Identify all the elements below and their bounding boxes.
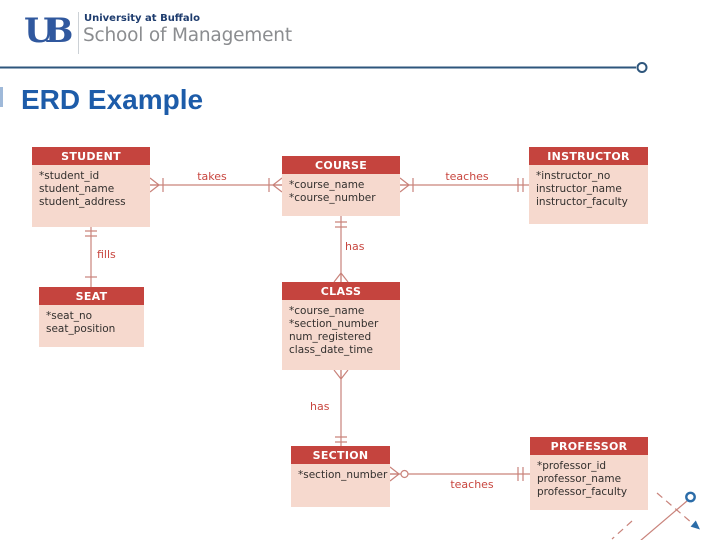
- entity-title: STUDENT: [32, 147, 150, 165]
- relationship-label-takes: takes: [197, 170, 227, 183]
- decoration-ring-icon: [685, 491, 696, 503]
- attribute: *course_number: [289, 192, 376, 204]
- attribute: *seat_no: [46, 310, 93, 322]
- attribute: student_address: [39, 196, 126, 208]
- attribute: num_registered: [289, 331, 372, 343]
- attribute: *course_name: [289, 305, 365, 317]
- decoration-arrowhead-icon: [690, 520, 700, 530]
- entity-attributes: *professor_id professor_name professor_f…: [530, 455, 648, 510]
- crows-foot-zero-or-many-icon: [389, 466, 400, 482]
- entity-professor: PROFESSOR *professor_id professor_name p…: [530, 437, 648, 510]
- zero-ring-icon: [400, 469, 409, 479]
- relationship-label-teaches-professor: teaches: [450, 478, 494, 491]
- attribute: *professor_id: [537, 460, 607, 472]
- exactly-one-ticks-icon: [85, 230, 97, 237]
- exactly-one-ticks-icon: [335, 221, 347, 228]
- crows-foot-one-or-many-icon: [399, 177, 414, 193]
- attribute: *section_number: [298, 469, 388, 481]
- entity-student: STUDENT *student_id student_name student…: [32, 147, 150, 227]
- header-rule-ring-icon: [636, 62, 648, 73]
- entity-attributes: *section_number: [291, 464, 390, 507]
- relationship-label-has-class: has: [345, 240, 365, 253]
- relationship-line-fills: [85, 227, 97, 287]
- exactly-one-ticks-icon: [335, 436, 347, 443]
- relationship-label-has-section: has: [310, 400, 330, 413]
- entity-instructor: INSTRUCTOR *instructor_no instructor_nam…: [529, 147, 648, 224]
- header-rule: [0, 62, 648, 73]
- attribute: *student_id: [39, 170, 100, 182]
- entity-attributes: *student_id student_name student_address: [32, 165, 150, 227]
- entity-seat: SEAT *seat_no seat_position: [39, 287, 144, 347]
- logo-university-text: University at Buffalo: [84, 13, 200, 24]
- entity-attributes: *course_name *section_number num_registe…: [282, 300, 400, 370]
- entity-title: INSTRUCTOR: [529, 147, 648, 165]
- entity-title: COURSE: [282, 156, 400, 174]
- logo-divider: [78, 12, 79, 54]
- crows-foot-one-or-many-icon: [268, 177, 283, 193]
- attribute: seat_position: [46, 323, 116, 335]
- attribute: class_date_time: [289, 344, 373, 356]
- attribute: instructor_name: [536, 183, 622, 195]
- entity-title: CLASS: [282, 282, 400, 300]
- relationship-line-has-section: [333, 369, 349, 446]
- entity-attributes: *course_name *course_number: [282, 174, 400, 216]
- attribute: professor_name: [537, 473, 622, 485]
- attribute: student_name: [39, 183, 115, 195]
- entity-title: SECTION: [291, 446, 390, 464]
- exactly-one-ticks-icon: [517, 178, 524, 192]
- attribute: professor_faculty: [537, 486, 628, 498]
- relationship-label-teaches-instructor: teaches: [445, 170, 489, 183]
- entity-class: CLASS *course_name *section_number num_r…: [282, 282, 400, 370]
- entity-attributes: *seat_no seat_position: [39, 305, 144, 347]
- attribute: *section_number: [289, 318, 379, 330]
- title-accent-bar: [0, 87, 3, 107]
- attribute: *course_name: [289, 179, 365, 191]
- attribute: *instructor_no: [536, 170, 611, 182]
- entity-title: SEAT: [39, 287, 144, 305]
- page-title: ERD Example: [21, 84, 204, 115]
- crows-foot-one-or-many-icon: [149, 177, 164, 193]
- entity-course: COURSE *course_name *course_number: [282, 156, 400, 216]
- exactly-one-ticks-icon: [517, 467, 524, 481]
- crows-foot-many-icon: [333, 369, 349, 380]
- crows-foot-many-icon: [333, 272, 349, 283]
- entity-attributes: *instructor_no instructor_name instructo…: [529, 165, 648, 224]
- attribute: instructor_faculty: [536, 196, 628, 208]
- relationship-label-fills: fills: [97, 248, 116, 261]
- entity-title: PROFESSOR: [530, 437, 648, 455]
- entity-section: SECTION *section_number: [291, 446, 390, 507]
- logo-school-text: School of Management: [83, 25, 292, 46]
